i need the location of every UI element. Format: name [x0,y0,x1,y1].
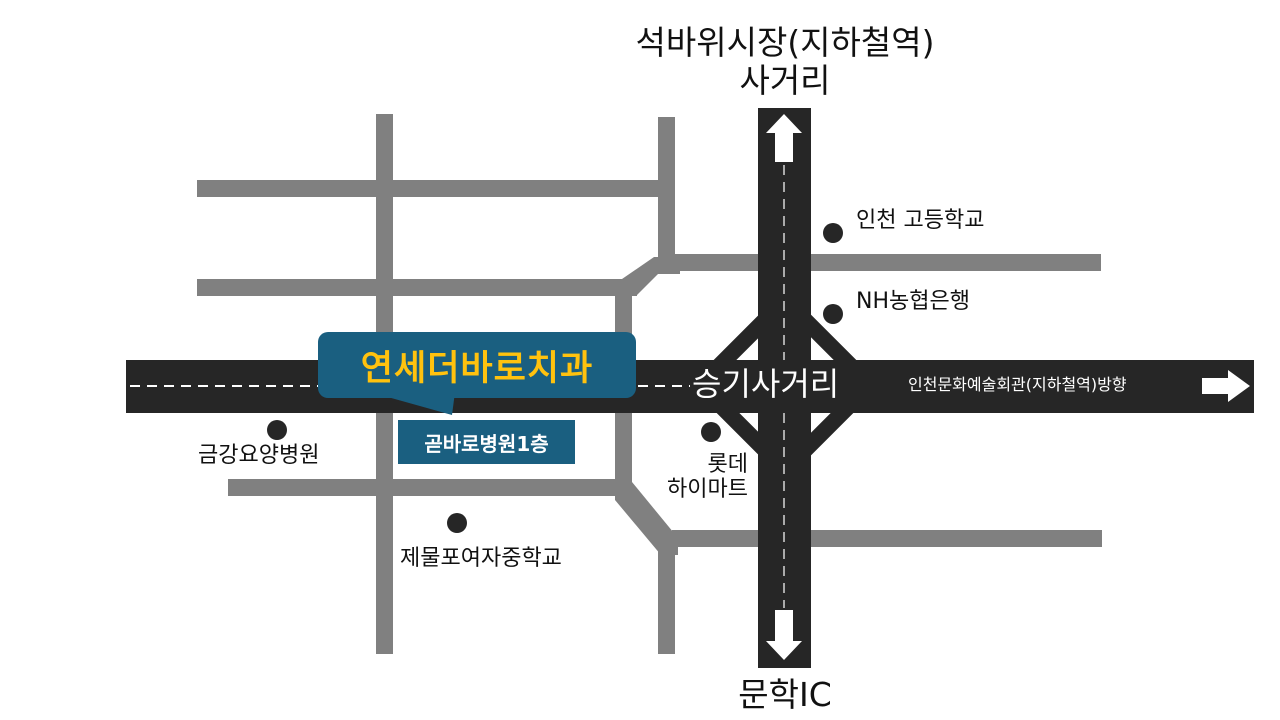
north-destination-line2: 사거리 [739,60,831,100]
road-diagonal-lower [615,482,678,555]
clinic-name: 연세더바로치과 [360,348,594,389]
road-diagonal-upper [622,257,680,296]
arrow-right-icon [1202,370,1250,402]
road-lower-left [228,479,628,496]
landmark-jemulpo-girls-middle-school: 제물포여자중학교 [400,546,562,571]
road-second-left [197,279,637,296]
map-dot-icon [267,420,287,440]
map-dot-icon [823,223,843,243]
map-dot-icon [823,304,843,324]
north-destination: 석바위시장(지하철역) 사거리 [590,24,980,100]
clinic-location: 곧바로병원1층 [398,420,575,464]
north-destination-line1: 석바위시장(지하철역) [635,23,935,62]
arrow-up-icon [766,114,802,162]
east-destination: 인천문화예술회관(지하철역)방향 [908,375,1127,394]
road-vertical-mid-lower [658,540,675,654]
landmark-lotte-himart: 롯데 하이마트 [648,452,748,503]
road-top-left [197,180,674,197]
landmark-geumgang-hospital: 금강요양병원 [198,443,320,468]
landmark-incheon-high-school: 인천 고등학교 [856,208,985,233]
clinic-callout: 연세더바로치과 [318,332,636,398]
map-dot-icon [701,422,721,442]
map-dot-icon [447,513,467,533]
landmark-lotte-himart-line1: 롯데 [707,452,748,477]
landmark-lotte-himart-line2: 하이마트 [667,477,748,503]
arrow-down-icon [766,610,802,660]
road-lower-right [672,530,1102,547]
landmark-nh-bank: NH농협은행 [856,289,970,314]
road-vertical-mid-upper [658,117,675,272]
south-destination: 문학IC [738,675,832,714]
road-upper-right [675,254,1101,271]
intersection-label: 승기사거리 [692,365,840,403]
